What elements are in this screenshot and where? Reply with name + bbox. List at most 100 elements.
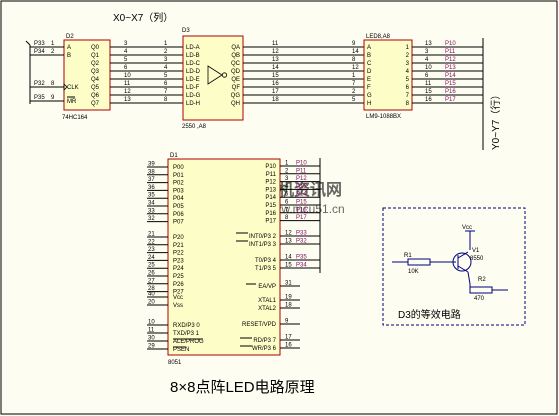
clk-triangle [63, 83, 68, 91]
d2-ref: D2 [66, 34, 74, 40]
d1-left-name-15: P27 [173, 290, 184, 296]
d1-right-num-4: 5 [285, 192, 289, 198]
v1-part: 8550 [470, 256, 484, 262]
d3-in-num-1: 2 [164, 49, 168, 55]
d1-right-num-15: 9 [285, 319, 289, 325]
led-out-num-1: 3 [425, 49, 429, 55]
d1-left-num-3: 36 [148, 185, 155, 191]
d1-right-net-0: P10 [296, 161, 307, 167]
d1-left-num-5: 34 [148, 201, 155, 207]
led-in-num-6: 2 [352, 89, 356, 95]
d1-right-net-2: P12 [296, 176, 307, 182]
d1-right-net-4: P14 [296, 192, 307, 198]
column-bus-left-entry [25, 40, 31, 46]
d2-part: 74HC164 [62, 115, 88, 121]
d1-left-num-7: 32 [148, 216, 155, 222]
d1-right-name-11: T1/P3 5 [255, 266, 277, 272]
d3-in-name-3: LD-D [186, 69, 201, 75]
d3-in-name-1: LD-B [186, 53, 200, 59]
d1-right-num-3: 4 [285, 184, 289, 190]
d2-out-name-5: Q5 [91, 85, 100, 91]
v1-collector [457, 265, 469, 273]
d3-in-name-6: LD-G [186, 93, 201, 99]
r1-value: 10K [408, 269, 419, 275]
d1-right-num-8: 12 [285, 231, 292, 237]
d3-out-name-1: QB [231, 53, 240, 59]
d1-right-num-17: 16 [285, 343, 292, 349]
led-out-net-6: P16 [445, 89, 456, 95]
led-in-name-3: D [367, 69, 372, 75]
d1-right-name-4: P14 [265, 195, 276, 201]
d1-left-name-19: TXD/P3 1 [173, 331, 200, 337]
led-out-net-7: P17 [445, 97, 456, 103]
led-out-name-3: 4 [406, 69, 410, 75]
led-out-num-0: 13 [425, 41, 432, 47]
d1-left-num-2: 37 [148, 177, 155, 183]
d1-right-name-16: RD/P3 7 [253, 338, 276, 344]
d2-out-name-4: Q4 [91, 77, 100, 83]
led-out-net-4: P14 [445, 73, 456, 79]
d2-out-name-2: Q2 [91, 61, 100, 67]
d1-right-name-9: INT1/P3 3 [249, 242, 277, 248]
d2-chip [63, 39, 111, 111]
d3-out-num-5: 16 [272, 81, 279, 87]
d1-right-name-8: INT0/P3 2 [249, 234, 277, 240]
d1-left-name-21: PSEN [173, 347, 189, 353]
led-out-net-5: P15 [445, 81, 456, 87]
d1-part: 8051 [168, 360, 182, 366]
d1-right-num-5: 6 [285, 200, 289, 206]
d3-in-name-2: LD-C [186, 61, 201, 67]
d1-right-net-7: P17 [296, 215, 307, 221]
led-out-name-7: 8 [406, 101, 410, 107]
d3-out-num-3: 14 [272, 65, 279, 71]
d1-left-num-6: 33 [148, 208, 155, 214]
r1-label: R1 [404, 253, 412, 259]
d1-right-net-10: P35 [296, 255, 307, 261]
d3-out-name-4: QE [231, 77, 240, 83]
d1-right-num-11: 15 [285, 263, 292, 269]
d2-in-num-mr: 9 [51, 95, 55, 101]
d3-out-name-5: QF [232, 85, 241, 91]
d2-in-num-a: 1 [51, 41, 55, 47]
d2-out-name-0: Q0 [91, 45, 100, 51]
led-out-name-2: 3 [406, 61, 410, 67]
d1-left-num-10: 23 [148, 247, 155, 253]
d1-left-num-17: 20 [148, 300, 155, 306]
d3-in-name-4: LD-E [186, 77, 200, 83]
d1-left-name-18: RXD/P3 0 [173, 323, 200, 329]
d1-left-num-18: 10 [148, 320, 155, 326]
d1-left-name-2: P02 [173, 181, 184, 187]
d1-right-net-9: P32 [296, 239, 307, 245]
d1-ref: D1 [170, 153, 178, 159]
d2-out-num-6: 12 [124, 89, 131, 95]
d3-out-name-2: QC [231, 61, 241, 67]
led-out-num-6: 15 [425, 89, 432, 95]
d3-ref: D3 [182, 28, 190, 34]
d2-out-name-1: Q1 [91, 53, 100, 59]
collector-wire [467, 271, 471, 285]
led-in-num-3: 12 [352, 65, 359, 71]
d2-out-name-3: Q3 [91, 69, 100, 75]
d3-out-num-1: 12 [272, 49, 279, 55]
d1-right-name-10: T0/P3 4 [255, 258, 277, 264]
d1-left-name-6: P06 [173, 212, 184, 218]
led-out-net-1: P11 [445, 49, 456, 55]
d1-left-num-4: 35 [148, 193, 155, 199]
d1-right-name-12: EA/VP [258, 284, 276, 290]
d3-out-num-2: 13 [272, 57, 279, 63]
led-out-name-1: 2 [406, 53, 410, 59]
d1-right-name-13: XTAL1 [258, 298, 277, 304]
d1-right-num-14: 18 [285, 303, 292, 309]
d1-right-name-3: P13 [265, 187, 276, 193]
d1-right-name-7: P17 [265, 219, 276, 225]
d1-left-name-17: Vss [173, 303, 183, 309]
r2-value: 470 [474, 296, 485, 302]
d3-out-num-0: 11 [272, 41, 279, 47]
d3-out-name-0: QA [231, 45, 240, 51]
led-out-net-3: P13 [445, 65, 456, 71]
d1-right-net-8: P33 [296, 231, 307, 237]
